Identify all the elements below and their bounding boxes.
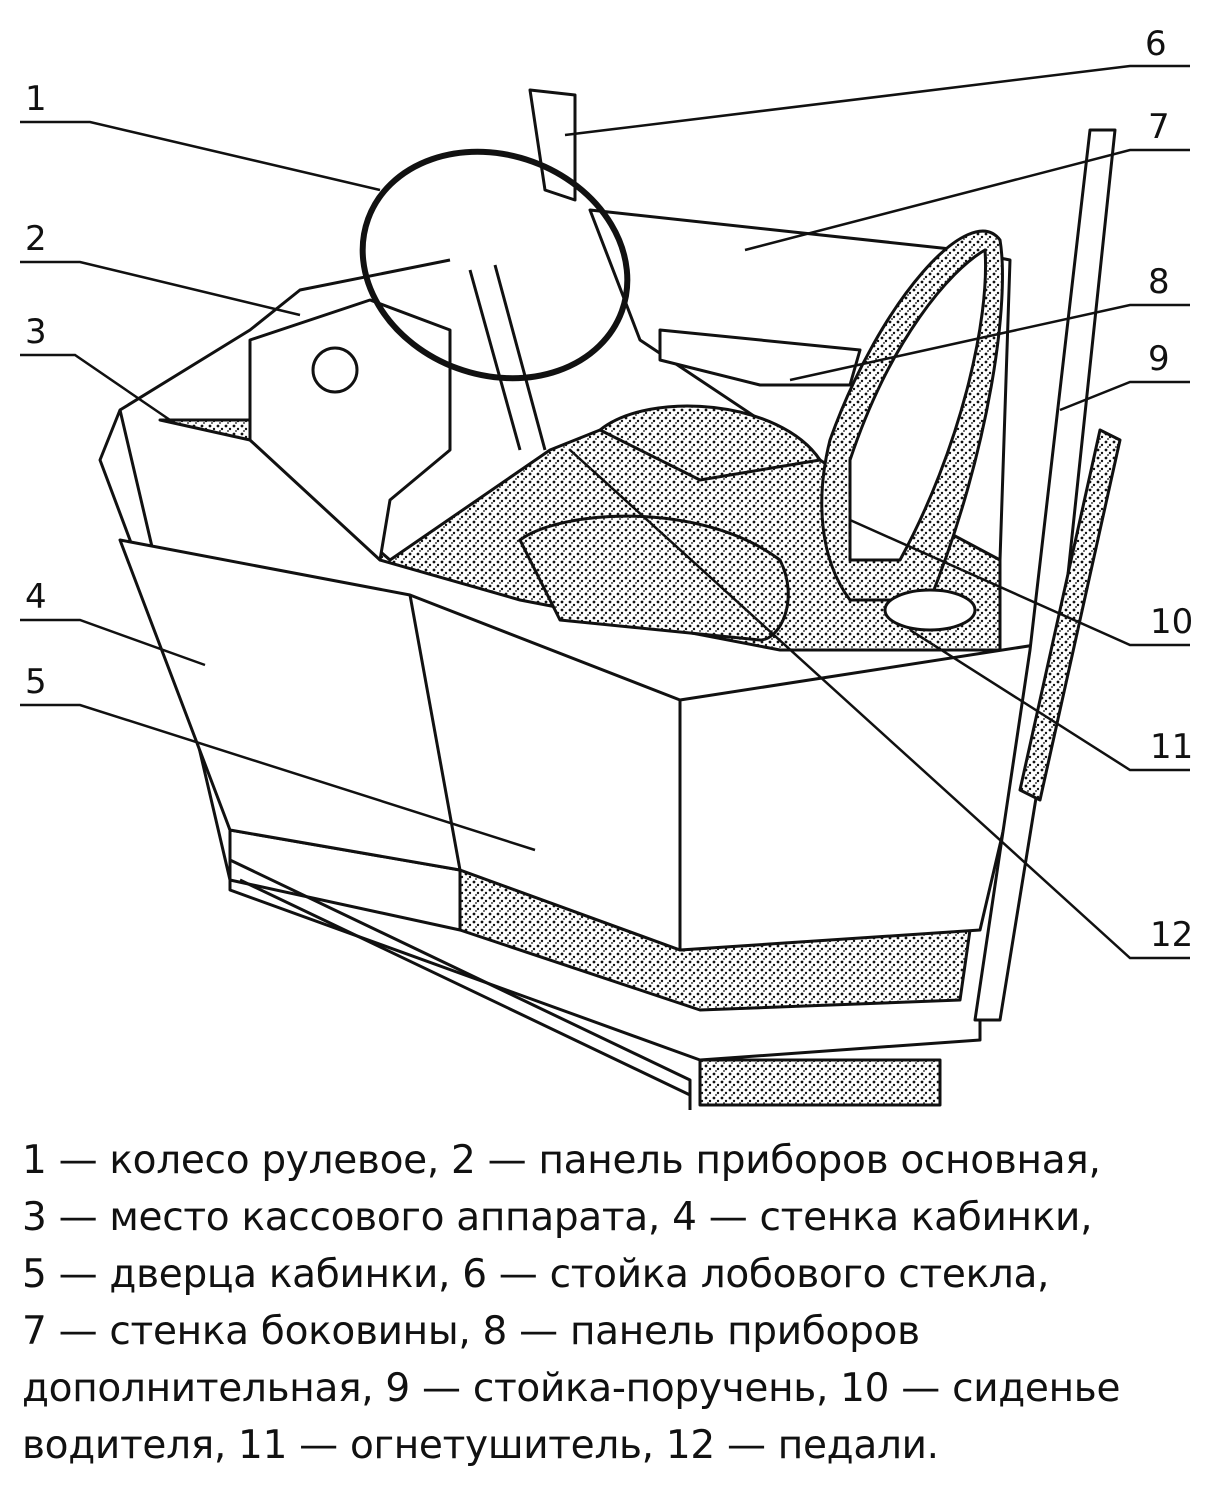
windshield-pillar: [528, 88, 577, 202]
caption-line: 3 — место кассового аппарата, 4 — стенка…: [22, 1195, 1093, 1240]
label-10: 10: [1150, 602, 1193, 642]
caption-line: 5 — дверца кабинки, 6 — стойка лобового …: [22, 1252, 1050, 1297]
fire-extinguisher: [883, 588, 977, 632]
label-6: 6: [1145, 24, 1167, 64]
label-3: 3: [25, 312, 47, 352]
steering-wheel: [359, 148, 631, 382]
seat-upper-cushion: [598, 404, 822, 482]
main-instrument-panel: [248, 298, 452, 562]
handrail-pillar: [973, 128, 1117, 1022]
label-9: 9: [1148, 339, 1170, 379]
caption-line: водителя, 11 — огнетушитель, 12 — педали…: [22, 1423, 939, 1468]
label-4: 4: [25, 577, 47, 617]
driver-cabin-diagram: 1 2 3 4 5 6 7 8 9 10 11 12: [20, 24, 1193, 1110]
label-5: 5: [25, 662, 47, 702]
label-11: 11: [1150, 727, 1193, 767]
caption-line: 7 — стенка боковины, 8 — панель приборов: [22, 1309, 920, 1354]
label-8: 8: [1148, 262, 1170, 302]
label-12: 12: [1150, 915, 1193, 955]
driver-seat-cushion: [518, 514, 790, 642]
base-grille: [229, 858, 692, 1110]
caption-line: дополнительная, 9 — стойка-поручень, 10 …: [22, 1366, 1121, 1411]
label-2: 2: [25, 219, 47, 259]
label-7: 7: [1148, 107, 1170, 147]
aux-instrument-panel: [658, 328, 862, 387]
label-1: 1: [25, 79, 47, 119]
caption-line: 1 — колесо рулевое, 2 — панель приборов …: [22, 1138, 1101, 1183]
figure-caption: 1 — колесо рулевое, 2 — панель приборов …: [22, 1132, 1222, 1474]
